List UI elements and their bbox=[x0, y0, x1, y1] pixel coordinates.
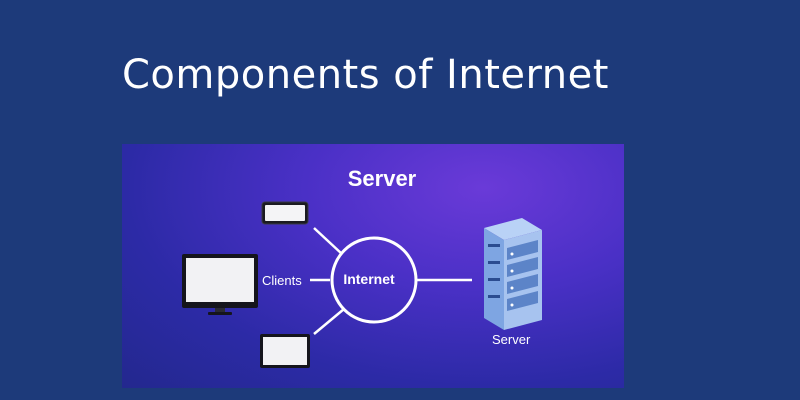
connector-phone-internet bbox=[313, 227, 343, 255]
server-label: Server bbox=[492, 332, 531, 347]
desktop-monitor-icon bbox=[182, 254, 258, 315]
network-diagram bbox=[182, 201, 542, 368]
laptop-icon bbox=[260, 334, 310, 368]
connector-laptop-internet bbox=[313, 308, 345, 335]
diagram-heading: Server bbox=[347, 166, 417, 191]
diagram-panel: Server Clients Internet Server bbox=[122, 144, 624, 388]
smartphone-icon bbox=[261, 201, 309, 225]
clients-label: Clients bbox=[262, 273, 302, 288]
internet-hub-label: Internet bbox=[343, 271, 395, 287]
page-title: Components of Internet bbox=[122, 52, 609, 98]
internet-hub-circle bbox=[330, 236, 418, 324]
server-rack-icon bbox=[484, 218, 542, 330]
